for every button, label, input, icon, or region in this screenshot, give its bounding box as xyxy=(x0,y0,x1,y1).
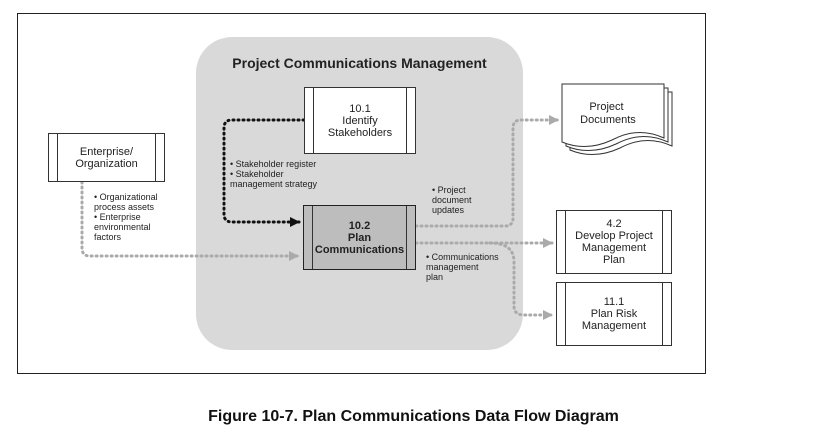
enterprise-env-factors-item: • Enterprise environmental factors xyxy=(94,212,151,242)
process-identify-label: 10.1 Identify Stakeholders xyxy=(327,102,393,139)
risk-label: 11.1 Plan Risk Management xyxy=(581,296,647,332)
org-process-assets-item: • Organizational process assets xyxy=(94,192,158,212)
document-updates-label: • Project document updates xyxy=(432,185,472,215)
process-develop-project-management-plan: 4.2 Develop Project Management Plan xyxy=(556,210,672,274)
process-identify-stakeholders: 10.1 Identify Stakeholders xyxy=(304,87,416,154)
stakeholder-flow-label: • Stakeholder register • Stakeholder man… xyxy=(230,159,317,189)
stakeholder-register-item: • Stakeholder register xyxy=(230,159,317,169)
enterprise-label: Enterprise/ Organization xyxy=(75,145,138,170)
flow-to-risk-plan xyxy=(488,241,554,320)
project-documents-label: Project Documents xyxy=(580,101,636,126)
flow-stakeholder-register xyxy=(222,118,306,227)
flow-enterprise xyxy=(80,180,300,261)
entity-enterprise-organization: Enterprise/ Organization xyxy=(48,133,165,182)
process-plan-label: 10.2 Plan Communications xyxy=(314,219,405,256)
figure-caption: Figure 10-7. Plan Communications Data Fl… xyxy=(208,408,619,425)
project-documents-icon xyxy=(561,83,673,155)
pm-plan-label: 4.2 Develop Project Management Plan xyxy=(575,218,653,266)
group-title: Project Communications Management xyxy=(232,55,487,71)
flow-document-updates xyxy=(414,115,560,228)
document-updates-text: • Project document updates xyxy=(432,185,472,215)
process-plan-risk-management: 11.1 Plan Risk Management xyxy=(556,282,672,346)
enterprise-flow-label: • Organizational process assets • Enterp… xyxy=(94,192,158,242)
communications-plan-text: • Communications management plan xyxy=(426,252,499,282)
communications-plan-label: • Communications management plan xyxy=(426,252,499,282)
process-plan-communications: 10.2 Plan Communications xyxy=(303,205,416,270)
stakeholder-strategy-item: • Stakeholder management strategy xyxy=(230,169,318,189)
